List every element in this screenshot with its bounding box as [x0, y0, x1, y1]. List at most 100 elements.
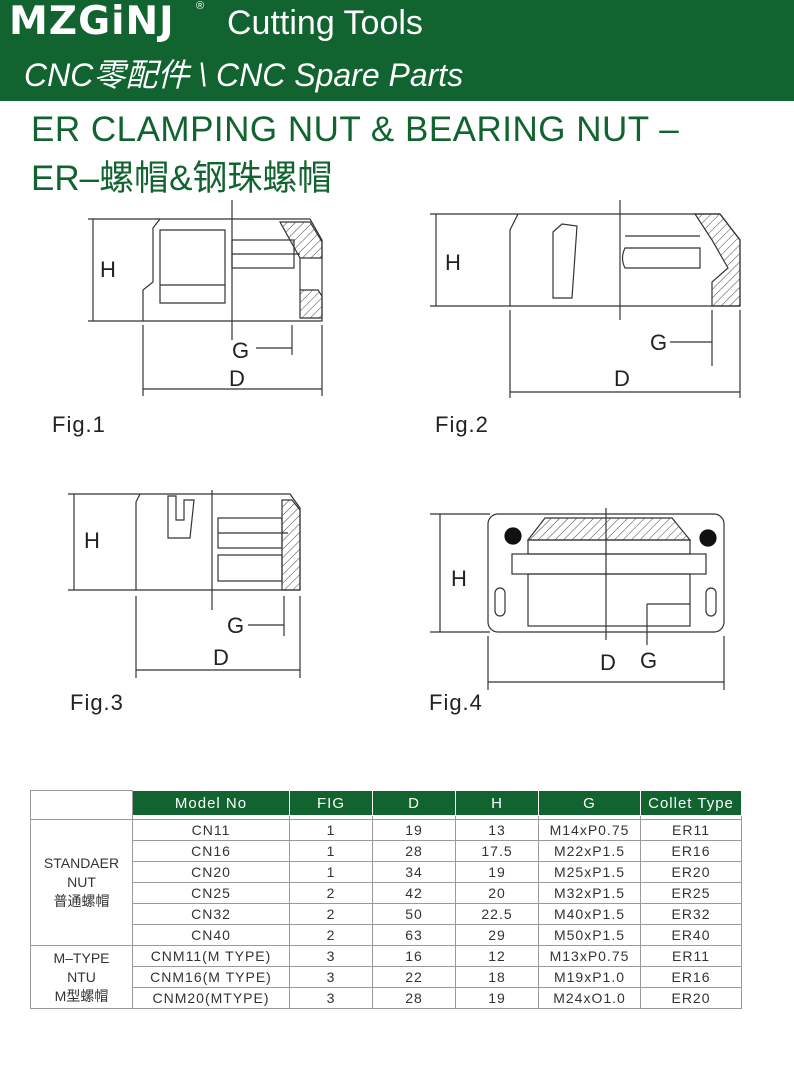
header-banner: MZGiNJ ® Cutting Tools CNC零配件 \ CNC Spar…	[0, 0, 794, 101]
d-cell: 50	[372, 903, 456, 925]
model-cell: CN16	[132, 840, 290, 862]
fig-cell: 1	[289, 819, 373, 841]
fig3-d-label: D	[213, 645, 229, 670]
g-cell: M24xO1.0	[538, 987, 641, 1009]
fig2-h-label: H	[445, 250, 461, 275]
g-cell: M32xP1.5	[538, 882, 641, 904]
fig-cell: 3	[289, 987, 373, 1009]
fig4-h-label: H	[451, 566, 467, 591]
d-cell: 34	[372, 861, 456, 883]
h-cell: 12	[455, 945, 539, 967]
page-title-line2: ER–螺帽&钢珠螺帽	[31, 159, 333, 198]
d-cell: 19	[372, 819, 456, 841]
column-header-fig: FIG	[289, 790, 373, 816]
brand-logo: MZGiNJ	[9, 0, 175, 44]
collet-cell: ER16	[640, 840, 742, 862]
h-cell: 19	[455, 987, 539, 1009]
h-cell: 17.5	[455, 840, 539, 862]
fig-cell: 1	[289, 861, 373, 883]
model-cell: CN20	[132, 861, 290, 883]
fig3-g-label: G	[227, 613, 244, 638]
registered-mark: ®	[196, 0, 205, 12]
model-cell: CN40	[132, 924, 290, 946]
fig1-d-label: D	[229, 366, 245, 391]
column-header-collet: Collet Type	[640, 790, 742, 816]
fig4-d-label: D	[600, 650, 616, 675]
fig4-drawing	[430, 508, 725, 690]
collet-cell: ER40	[640, 924, 742, 946]
group-label: M–TYPE NTU M型螺帽	[30, 945, 133, 1009]
d-cell: 22	[372, 966, 456, 988]
d-cell: 16	[372, 945, 456, 967]
technical-drawings: H G D Fig.1 H G D Fig.2	[52, 200, 741, 715]
fig-cell: 3	[289, 966, 373, 988]
fig3-caption: Fig.3	[70, 690, 124, 715]
d-cell: 63	[372, 924, 456, 946]
collet-cell: ER32	[640, 903, 742, 925]
g-cell: M13xP0.75	[538, 945, 641, 967]
fig-cell: 2	[289, 903, 373, 925]
model-cell: CN11	[132, 819, 290, 841]
group-label-line: NTU	[67, 968, 96, 985]
column-header-g: G	[538, 790, 641, 816]
table-header-row: Model No FIG D H G Collet Type	[30, 790, 742, 816]
fig1-g-label: G	[232, 338, 249, 363]
model-cell: CN25	[132, 882, 290, 904]
fig4-caption: Fig.4	[429, 690, 483, 715]
model-cell: CNM16(M TYPE)	[132, 966, 290, 988]
g-cell: M40xP1.5	[538, 903, 641, 925]
fig4-g-label: G	[640, 648, 657, 673]
fig1-caption: Fig.1	[52, 412, 106, 437]
group-label-line: NUT	[67, 874, 96, 890]
model-cell: CN32	[132, 903, 290, 925]
column-header-d: D	[372, 790, 456, 816]
h-cell: 29	[455, 924, 539, 946]
fig2-caption: Fig.2	[435, 412, 489, 437]
g-cell: M14xP0.75	[538, 819, 641, 841]
g-cell: M50xP1.5	[538, 924, 641, 946]
group-label-line: M–TYPE	[53, 949, 110, 966]
fig-cell: 3	[289, 945, 373, 967]
fig3-drawing	[68, 490, 301, 678]
fig3-h-label: H	[84, 528, 100, 553]
h-cell: 20	[455, 882, 539, 904]
h-cell: 19	[455, 861, 539, 883]
d-cell: 42	[372, 882, 456, 904]
page-title-line1: ER CLAMPING NUT & BEARING NUT –	[31, 110, 680, 149]
column-header-h: H	[455, 790, 539, 816]
group-label-line: M型螺帽	[54, 987, 109, 1004]
group-label-line: 普通螺帽	[53, 893, 110, 909]
d-cell: 28	[372, 987, 456, 1009]
header-subtitle: CNC零配件 \ CNC Spare Parts	[24, 57, 464, 93]
collet-cell: ER25	[640, 882, 742, 904]
table-corner-cell	[30, 790, 133, 816]
brand-suffix: Cutting Tools	[227, 4, 423, 42]
fig2-g-label: G	[650, 330, 667, 355]
fig2-d-label: D	[614, 366, 630, 391]
h-cell: 13	[455, 819, 539, 841]
collet-cell: ER20	[640, 861, 742, 883]
g-cell: M19xP1.0	[538, 966, 641, 988]
h-cell: 18	[455, 966, 539, 988]
collet-cell: ER20	[640, 987, 742, 1009]
column-header-model: Model No	[132, 790, 290, 816]
fig-cell: 2	[289, 882, 373, 904]
fig-cell: 1	[289, 840, 373, 862]
model-cell: CNM11(M TYPE)	[132, 945, 290, 967]
d-cell: 28	[372, 840, 456, 862]
fig-cell: 2	[289, 924, 373, 946]
fig1-drawing	[88, 200, 323, 396]
g-cell: M25xP1.5	[538, 861, 641, 883]
